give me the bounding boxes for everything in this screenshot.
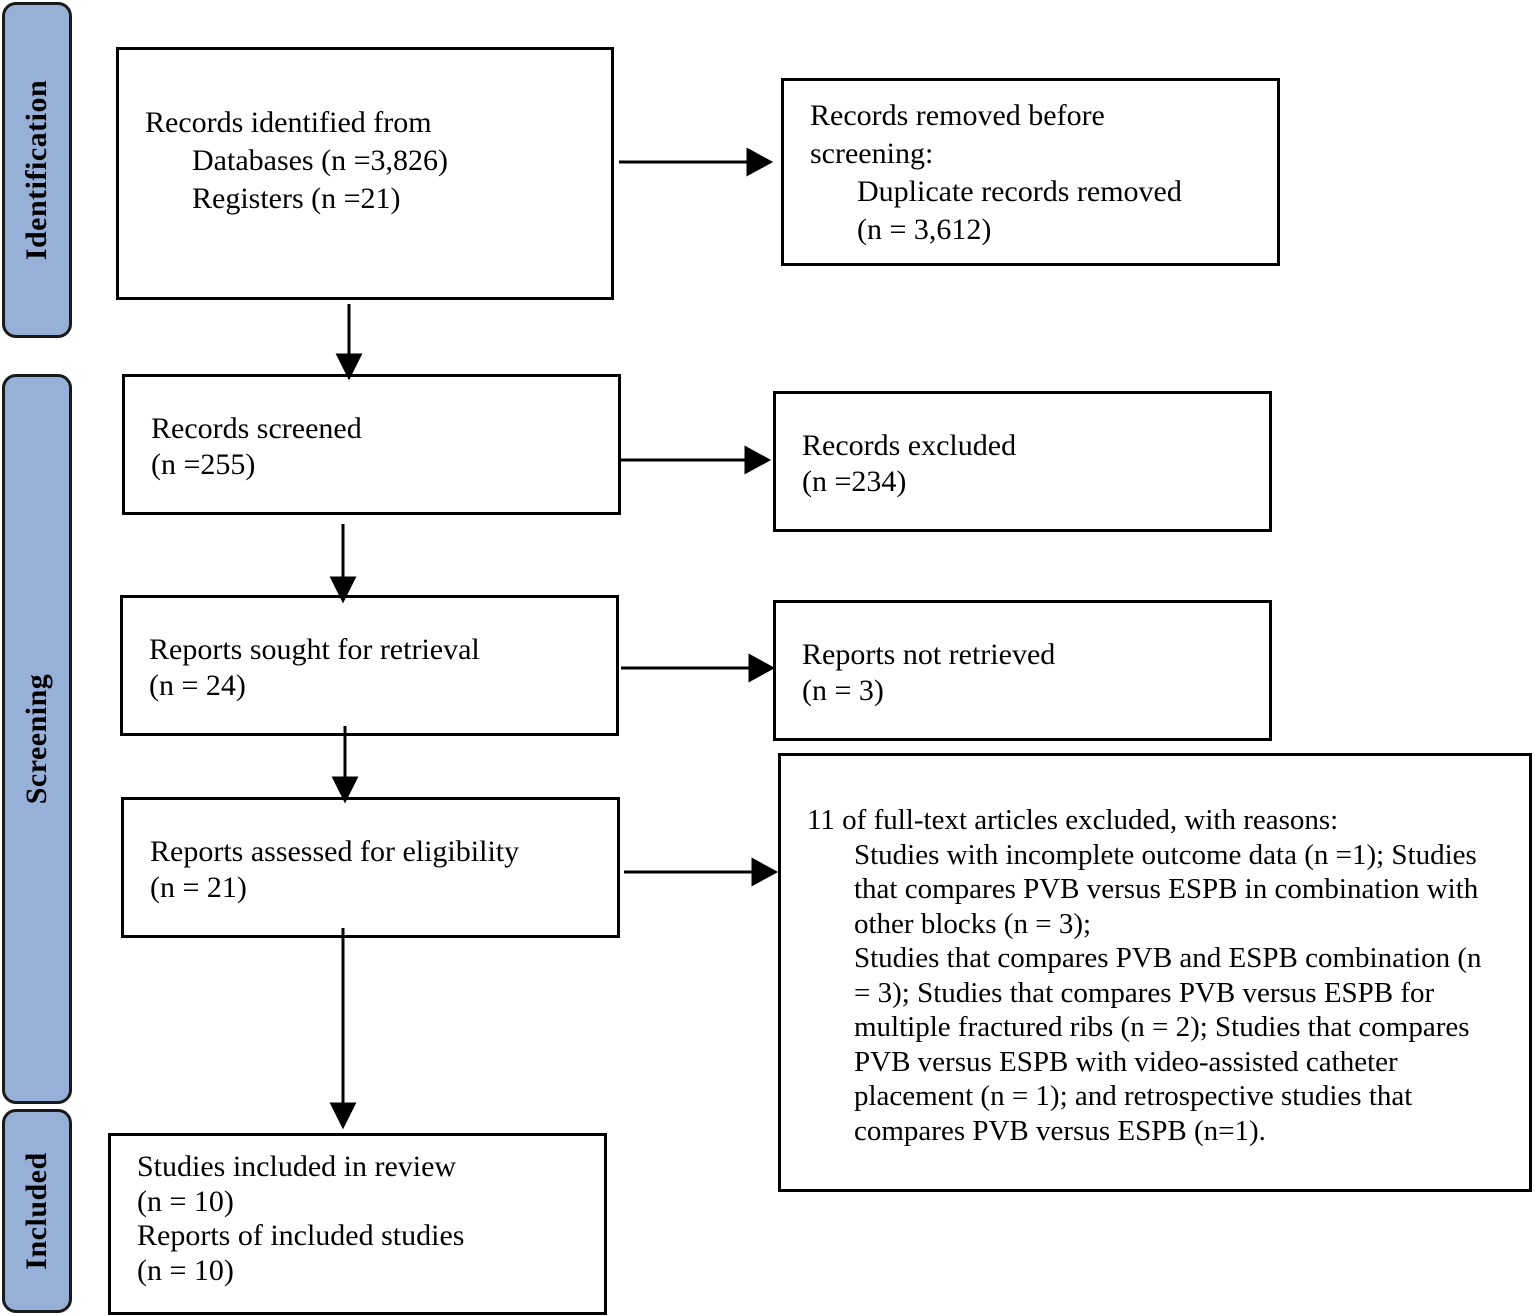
reports-sought-count: (n = 24) <box>149 669 246 702</box>
records-removed-line2: screening: <box>810 137 934 170</box>
full-text-excluded-box: 11 of full-text articles excluded, with … <box>778 753 1532 1192</box>
full-text-excluded-reason: Studies with incomplete outcome data (n … <box>854 838 1477 871</box>
records-excluded-title: Records excluded <box>802 429 1017 462</box>
reports-assessed-count: (n = 21) <box>150 871 247 904</box>
reports-included-title: Reports of included studies <box>137 1219 465 1252</box>
records-removed-line4: (n = 3,612) <box>857 213 992 246</box>
records-identified-box: Records identified from Databases (n =3,… <box>116 47 614 300</box>
full-text-excluded-reason: placement (n = 1); and retrospective stu… <box>854 1080 1413 1112</box>
reports-assessed-box: Reports assessed for eligibility (n = 21… <box>121 797 620 938</box>
records-screened-box: Records screened (n =255) <box>122 374 621 515</box>
phase-identification: Identification <box>2 2 72 338</box>
records-removed-line1: Records removed before <box>810 99 1105 132</box>
studies-included-box: Studies included in review (n = 10) Repo… <box>108 1133 607 1315</box>
reports-not-retrieved-box: Reports not retrieved (n = 3) <box>773 600 1272 741</box>
full-text-excluded-reason: = 3); Studies that compares PVB versus E… <box>854 976 1435 1009</box>
reports-sought-box: Reports sought for retrieval (n = 24) <box>120 595 619 736</box>
records-identified-title: Records identified from <box>145 106 432 139</box>
records-identified-registers: Registers (n =21) <box>192 182 401 215</box>
reports-sought-title: Reports sought for retrieval <box>149 633 480 666</box>
records-identified-databases: Databases (n =3,826) <box>192 144 449 177</box>
studies-included-title: Studies included in review <box>137 1150 457 1183</box>
phase-included: Included <box>2 1109 72 1313</box>
records-removed-line3: Duplicate records removed <box>857 175 1182 208</box>
records-screened-count: (n =255) <box>151 448 256 481</box>
full-text-excluded-reason: other blocks (n = 3); <box>854 907 1092 940</box>
records-excluded-count: (n =234) <box>802 465 907 498</box>
records-excluded-box: Records excluded (n =234) <box>773 391 1272 532</box>
reports-not-retrieved-count: (n = 3) <box>802 674 884 707</box>
full-text-excluded-reason: Studies that compares PVB and ESPB combi… <box>854 942 1482 974</box>
reports-included-count: (n = 10) <box>137 1253 234 1287</box>
studies-included-count: (n = 10) <box>137 1184 234 1218</box>
records-removed-box: Records removed before screening: Duplic… <box>781 78 1280 266</box>
reports-not-retrieved-title: Reports not retrieved <box>802 638 1056 671</box>
full-text-excluded-heading: 11 of full-text articles excluded, with … <box>807 804 1339 836</box>
phase-screening: Screening <box>2 374 72 1104</box>
records-screened-title: Records screened <box>151 412 362 445</box>
full-text-excluded-reason: multiple fractured ribs (n = 2); Studies… <box>854 1011 1470 1043</box>
full-text-excluded-reason: that compares PVB versus ESPB in combina… <box>854 873 1479 905</box>
full-text-excluded-reason: PVB versus ESPB with video-assisted cath… <box>854 1045 1398 1078</box>
reports-assessed-title: Reports assessed for eligibility <box>150 835 520 868</box>
full-text-excluded-reason: compares PVB versus ESPB (n=1). <box>854 1114 1266 1147</box>
